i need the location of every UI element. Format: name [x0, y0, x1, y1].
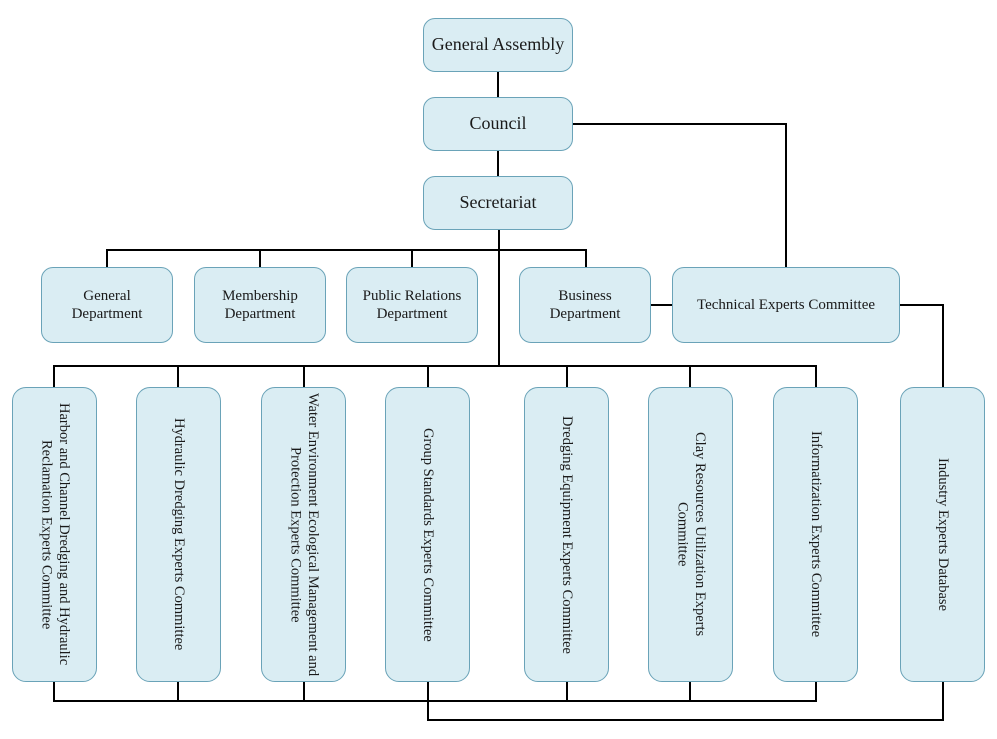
node-label: Secretariat	[459, 192, 537, 213]
node-label: Industry Experts Database	[935, 457, 952, 611]
node-clay-resources-committee: Clay Resources Utilization Experts Commi…	[648, 387, 733, 682]
node-group-standards-committee: Group Standards Experts Committee	[385, 387, 470, 682]
node-label: General Assembly	[431, 34, 565, 55]
node-public-relations-department: Public Relations Department	[346, 267, 478, 343]
node-business-department: Business Department	[519, 267, 651, 343]
node-hydraulic-dredging-committee: Hydraulic Dredging Experts Committee	[136, 387, 221, 682]
node-label: Informatization Experts Committee	[808, 431, 825, 638]
node-secretariat: Secretariat	[423, 176, 573, 230]
node-membership-department: Membership Department	[194, 267, 326, 343]
node-council: Council	[423, 97, 573, 151]
node-dredging-equipment-committee: Dredging Equipment Experts Committee	[524, 387, 609, 682]
node-informatization-committee: Informatization Experts Committee	[773, 387, 858, 682]
node-water-environment-committee: Water Environment Ecological Management …	[261, 387, 346, 682]
node-label: Group Standards Experts Committee	[420, 427, 437, 642]
node-label: General Department	[71, 288, 143, 322]
node-label: Harbor and Channel Dredging and Hydrauli…	[38, 403, 72, 666]
connector-technical-database	[899, 304, 944, 388]
node-industry-experts-database: Industry Experts Database	[900, 387, 985, 682]
node-label: Dredging Equipment Experts Committee	[559, 415, 576, 654]
node-harbor-channel-committee: Harbor and Channel Dredging and Hydrauli…	[12, 387, 97, 682]
node-label: Technical Experts Committee	[696, 297, 876, 313]
node-label: Public Relations Department	[362, 288, 462, 322]
node-label: Business Department	[549, 288, 621, 322]
node-general-assembly: General Assembly	[423, 18, 573, 72]
database-bottom-link	[427, 681, 944, 721]
node-label: Clay Resources Utilization Experts Commi…	[674, 432, 708, 637]
node-general-department: General Department	[41, 267, 173, 343]
connector-council-technical	[572, 123, 787, 268]
node-technical-experts-committee: Technical Experts Committee	[672, 267, 900, 343]
node-label: Membership Department	[222, 288, 298, 322]
node-label: Council	[469, 113, 527, 134]
node-label: Hydraulic Dredging Experts Committee	[171, 418, 188, 651]
node-label: Water Environment Ecological Management …	[287, 392, 321, 677]
